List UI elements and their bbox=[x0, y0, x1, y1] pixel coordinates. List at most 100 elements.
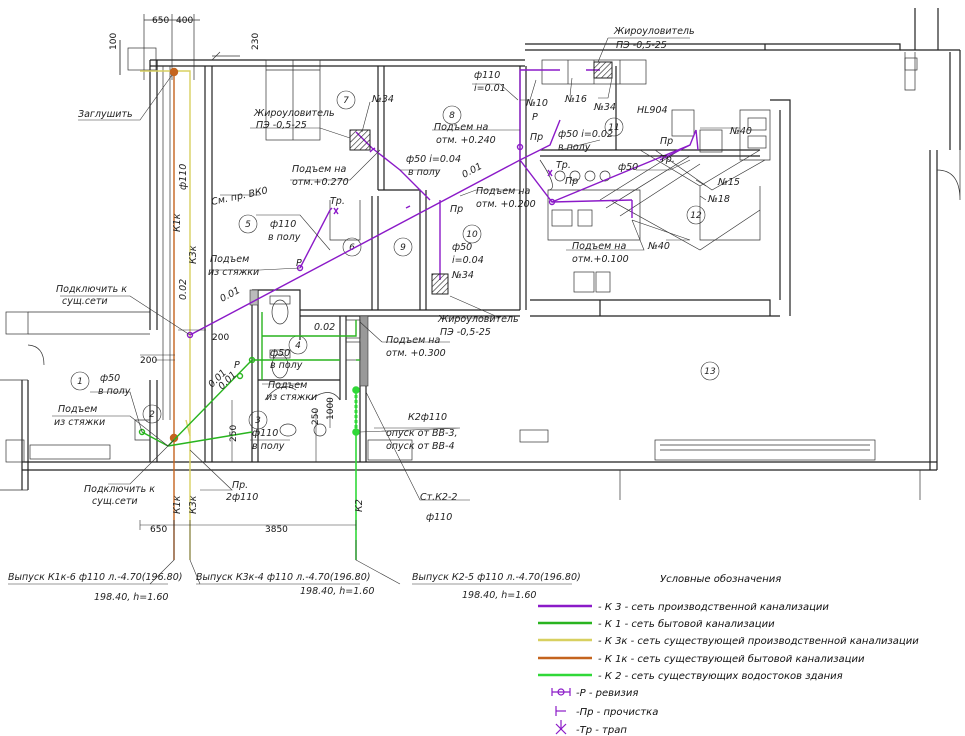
label-phi110-top: ф110 bbox=[474, 70, 500, 81]
slope-002-b: 0.02 bbox=[314, 322, 335, 333]
outlet-k1k-6-level: 198.40, h=1.60 bbox=[94, 592, 168, 603]
label-rise200-mark: отм. +0.200 bbox=[476, 199, 536, 210]
label-phi110-top-slope: i=0.01 bbox=[474, 83, 506, 94]
label-rise240-mark: отм. +0.240 bbox=[436, 135, 496, 146]
label-rise240: Подъем на bbox=[434, 122, 488, 133]
label-connect-2: Подключить к bbox=[84, 484, 155, 495]
label-phi50-004-floor: в полу bbox=[408, 167, 441, 178]
label-phi50-room4-floor: в полу bbox=[270, 360, 303, 371]
pipe-k3 bbox=[186, 69, 699, 339]
pipe-k1 bbox=[138, 312, 360, 447]
label-phi50-002: ф50 i=0.02 bbox=[558, 129, 613, 140]
label-k2phi110: К2ф110 bbox=[408, 412, 447, 423]
label-n34-a: №34 bbox=[371, 94, 394, 105]
label-connect: Подключить к bbox=[56, 284, 127, 295]
dim-100: 100 bbox=[109, 33, 119, 50]
label-connect-2-b: сущ.сети bbox=[92, 496, 138, 507]
label-hl904: HL904 bbox=[637, 105, 668, 116]
room-13: 13 bbox=[704, 367, 716, 377]
legend-symbol-cleanout: -Пр - прочистка bbox=[576, 707, 658, 718]
legend-item-k1k: - К 1к - сеть существующей бытовой канал… bbox=[598, 653, 865, 665]
label-phi50-room1: ф50 bbox=[100, 373, 120, 384]
label-phi50-10: ф50 bbox=[452, 242, 472, 253]
marker-trap-3: Тр. bbox=[660, 154, 675, 165]
marker-cleanout-2: Пр bbox=[450, 204, 463, 215]
room-2: 2 bbox=[149, 410, 155, 420]
label-phi50-10-slope: i=0.04 bbox=[452, 255, 484, 266]
outlet-k3k-4-level: 198.40, h=1.60 bbox=[300, 586, 374, 597]
legend-item-k3: - К 3 - сеть производственной канализаци… bbox=[598, 602, 829, 613]
outlet-k3k-4: Выпуск К3к-4 ф110 л.-4.70(196.80) bbox=[196, 572, 370, 583]
label-n10: №10 bbox=[525, 98, 548, 109]
marker-revision-2: Р bbox=[532, 112, 538, 123]
room-7: 7 bbox=[343, 96, 349, 106]
marker-cleanout-1: Пр bbox=[530, 132, 543, 143]
grease-trap-11-model: ПЭ -0,5-25 bbox=[616, 40, 667, 51]
label-phi110-vertical: ф110 bbox=[178, 164, 189, 190]
label-k1k-bottom: К1к bbox=[172, 495, 183, 514]
grease-trap-10-model: ПЭ -0,5-25 bbox=[440, 327, 491, 338]
room-3: 3 bbox=[255, 416, 261, 426]
label-k1k: К1к bbox=[172, 213, 183, 232]
dim-1000: 1000 bbox=[326, 397, 336, 420]
room-10: 10 bbox=[466, 230, 478, 240]
dimensions: 650 400 100 230 200 200 250 250 1000 650… bbox=[109, 16, 336, 535]
grease-trap-11 bbox=[593, 61, 613, 79]
label-n16: №16 bbox=[564, 94, 587, 105]
marker-cleanout-4: Пр bbox=[660, 136, 673, 147]
room-numbers: 1 2 3 4 5 6 7 8 9 10 11 12 13 bbox=[70, 90, 720, 430]
dim-200-b: 200 bbox=[140, 356, 157, 366]
label-n34-c: №34 bbox=[451, 270, 474, 281]
outlet-k2-5-level: 198.40, h=1.60 bbox=[462, 590, 536, 601]
label-n40-a: №40 bbox=[729, 126, 752, 137]
grease-trap-7 bbox=[349, 129, 371, 151]
pipe-k2 bbox=[352, 386, 360, 560]
dim-200-a: 200 bbox=[212, 333, 229, 343]
slope-001-a: 0.01 bbox=[218, 285, 242, 305]
label-rise100-mark: отм.+0.100 bbox=[572, 254, 629, 265]
legend-item-k1: - К 1 - сеть бытовой канализации bbox=[598, 618, 775, 630]
label-rise-screed-2-b: из стяжки bbox=[266, 392, 317, 403]
leader-lines bbox=[8, 37, 740, 585]
grease-trap-10 bbox=[431, 273, 449, 295]
marker-revision-1: Р bbox=[296, 258, 302, 269]
label-k3k-bottom: К3к bbox=[188, 495, 199, 514]
label-rise-screed-2: Подъем bbox=[268, 380, 307, 391]
label-n18: №18 bbox=[707, 194, 730, 205]
legend-title: Условные обозначения bbox=[660, 573, 781, 585]
room-4: 4 bbox=[295, 341, 301, 351]
grease-trap-11-label: Жироуловитель bbox=[613, 26, 695, 37]
room-9: 9 bbox=[400, 243, 406, 253]
label-rise-screed: Подъем bbox=[210, 254, 249, 265]
legend-item-k3k: - К 3к - сеть существующей производствен… bbox=[598, 636, 919, 647]
grease-trap-7-model: ПЭ -0,5-25 bbox=[256, 120, 307, 131]
room-11: 11 bbox=[608, 123, 619, 133]
label-rise-screed-b: из стяжки bbox=[208, 267, 259, 278]
room-8: 8 bbox=[449, 111, 455, 121]
label-rise300-mark: отм. +0.300 bbox=[386, 348, 446, 359]
label-rise-screed-3-b: из стяжки bbox=[54, 417, 105, 428]
label-n40-b: №40 bbox=[647, 241, 670, 252]
label-zaglushit: Заглушить bbox=[78, 109, 133, 120]
outlet-k2-5: Выпуск К2-5 ф110 л.-4.70(196.80) bbox=[412, 572, 581, 583]
label-cleanout-2phi110: 2ф110 bbox=[226, 492, 258, 503]
label-rise300: Подъем на bbox=[386, 335, 440, 346]
dim-250-a: 250 bbox=[229, 425, 239, 442]
label-cleanout-pr: Пр. bbox=[232, 480, 248, 491]
label-stk2-phi: ф110 bbox=[426, 512, 452, 523]
label-stk2: Ст.К2-2 bbox=[420, 492, 457, 503]
label-phi50-right: ф50 bbox=[618, 162, 638, 173]
legend-item-k2: - К 2 - сеть существующих водостоков зда… bbox=[598, 671, 843, 682]
label-k2: К2 bbox=[354, 499, 365, 512]
annotations: Заглушить Жироуловитель ПЭ -0,5-25 №34 Ж… bbox=[8, 26, 752, 603]
label-phi110-floor: ф110 bbox=[270, 219, 296, 230]
legend: Условные обозначения - К 3 - сеть произв… bbox=[538, 573, 919, 736]
grease-trap-10-label: Жироуловитель bbox=[437, 314, 519, 325]
cleanout-icon bbox=[555, 706, 566, 716]
label-n15: №15 bbox=[717, 177, 740, 188]
dim-650-top: 650 bbox=[152, 16, 169, 26]
room-6: 6 bbox=[349, 243, 355, 253]
label-phi50-room1-floor: в полу bbox=[98, 386, 131, 397]
dim-650-bottom: 650 bbox=[150, 525, 167, 535]
